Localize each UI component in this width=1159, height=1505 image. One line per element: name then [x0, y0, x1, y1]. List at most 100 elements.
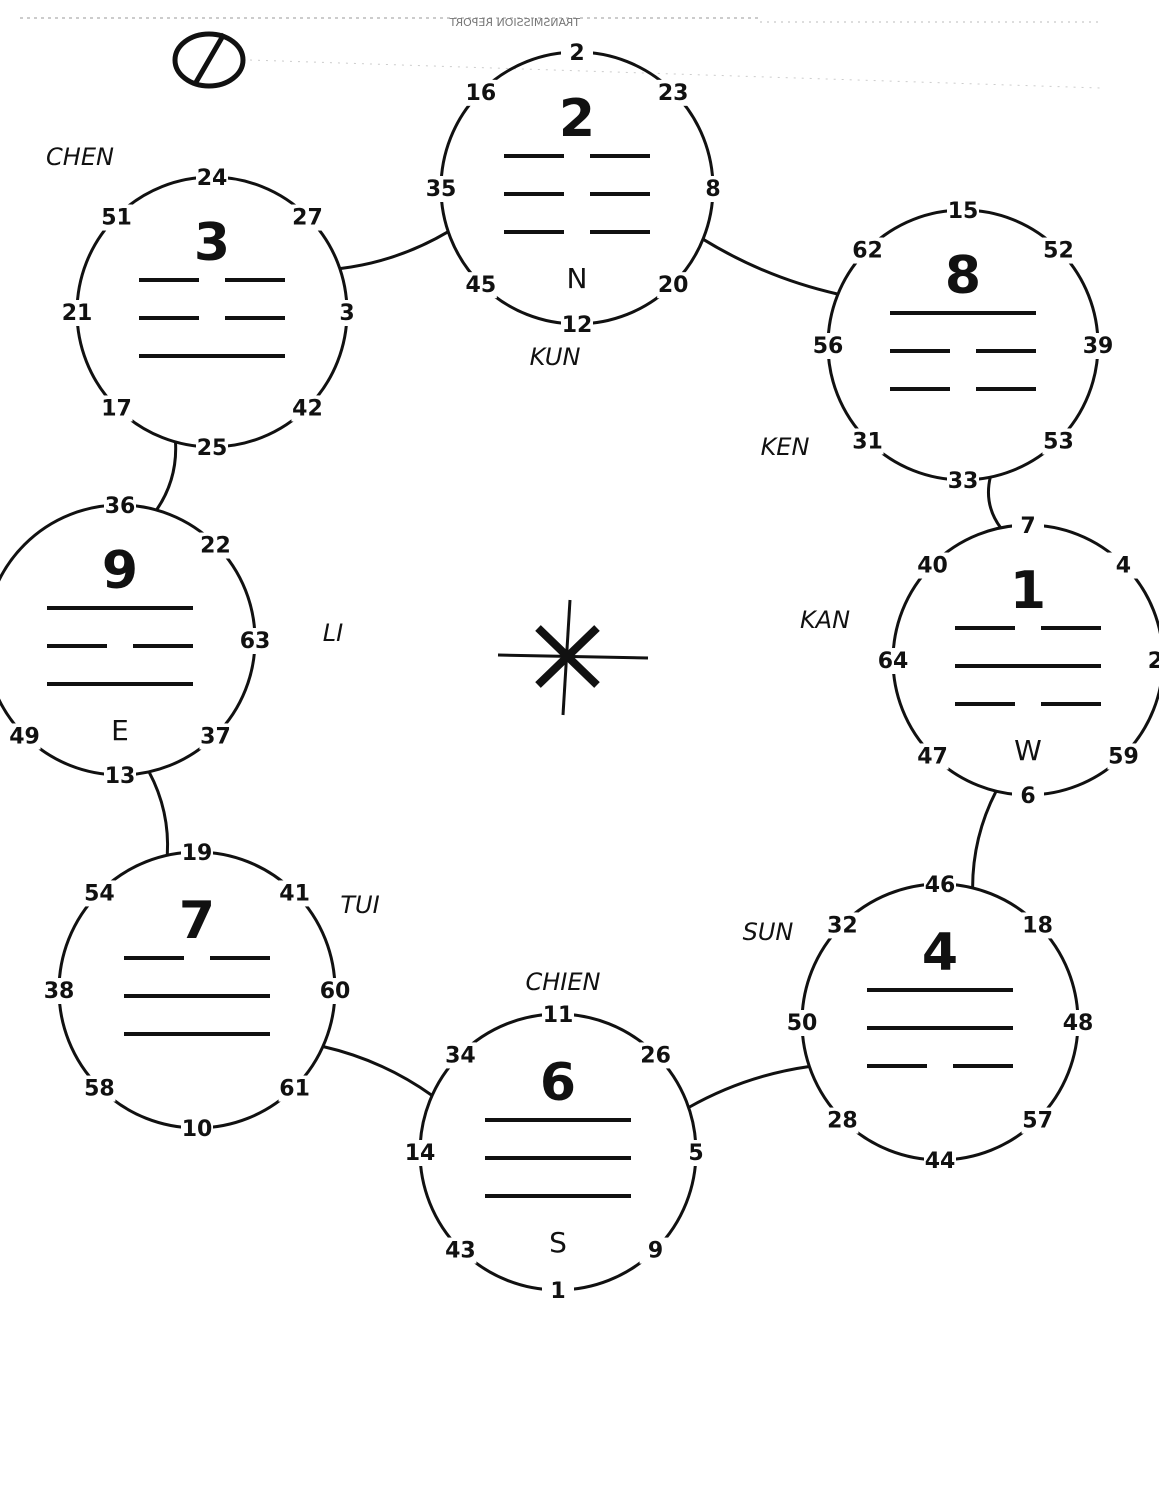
direction-label: S	[549, 1226, 567, 1259]
connector-chien-tui	[323, 1047, 432, 1096]
connector-chen-kun	[340, 232, 448, 269]
hexagram-number: 2	[569, 41, 584, 66]
hexagram-number: 16	[466, 81, 497, 106]
hexagram-number: 20	[658, 273, 689, 298]
hexagram-number: 38	[44, 979, 75, 1004]
header-mark	[175, 34, 243, 86]
hexagram-number: 12	[562, 313, 593, 338]
trigram-number: 9	[102, 541, 138, 601]
trigram-name: CHIEN	[526, 968, 601, 996]
hexagram-number: 1	[550, 1279, 565, 1304]
hexagram-number: 36	[105, 494, 136, 519]
hexagram-number: 47	[917, 744, 948, 769]
connector-kun-ken	[703, 239, 838, 294]
trigram-name: CHEN	[46, 143, 114, 171]
hexagram-number: 17	[101, 396, 132, 421]
hexagram-number: 33	[948, 469, 979, 494]
hexagram-number: 32	[827, 913, 858, 938]
connector-kan-sun	[973, 791, 997, 888]
hexagram-number: 18	[1022, 913, 1053, 938]
trigram-chen: 3 24 27 3 42 25 17 21 51 CHEN	[46, 143, 363, 461]
hexagram-number: 34	[445, 1043, 476, 1068]
hexagram-number: 31	[852, 429, 883, 454]
hexagram-number: 61	[279, 1077, 310, 1102]
hexagram-number: 37	[200, 724, 231, 749]
trigram-name: TUI	[340, 891, 379, 919]
hexagram-number: 63	[240, 629, 271, 654]
hexagram-number: 51	[101, 206, 132, 231]
hexagram-number: 29	[1148, 649, 1159, 674]
hexagram-number: 22	[200, 534, 231, 559]
hexagram-number: 5	[688, 1141, 703, 1166]
hexagram-number: 27	[292, 206, 323, 231]
hexagram-number: 23	[658, 81, 689, 106]
hexagram-number: 42	[292, 396, 323, 421]
hexagram-number: 54	[84, 881, 115, 906]
hexagram-number: 44	[925, 1149, 956, 1174]
trigram-name: KEN	[761, 433, 810, 461]
direction-label: W	[1014, 734, 1042, 767]
trigram-name: KAN	[800, 606, 850, 634]
connector-tui-li	[149, 772, 168, 855]
hexagram-number: 58	[84, 1077, 115, 1102]
hexagram-number: 57	[1022, 1109, 1053, 1134]
direction-label: E	[111, 714, 129, 747]
center-asterisk-icon	[498, 600, 648, 715]
hexagram-number: 26	[640, 1043, 671, 1068]
hexagram-number: 21	[62, 301, 93, 326]
hexagram-number: 53	[1043, 429, 1074, 454]
hexagram-number: 40	[917, 554, 948, 579]
trigram-li: 9E36226337134955LI	[0, 493, 343, 789]
connector-ken-kan	[988, 477, 1000, 528]
hexagram-number: 24	[197, 166, 228, 191]
hexagram-number: 48	[1063, 1011, 1094, 1036]
hexagram-number: 52	[1043, 239, 1074, 264]
hexagram-number: 28	[827, 1109, 858, 1134]
hexagram-number: 3	[339, 301, 354, 326]
hexagram-number: 60	[320, 979, 351, 1004]
trigram-sun: 4 46 18 48 57 44 28 50 32 SUN	[743, 872, 1094, 1174]
hexagram-number: 6	[1020, 784, 1035, 809]
hexagram-number: 10	[182, 1117, 213, 1142]
hexagram-number: 14	[405, 1141, 436, 1166]
direction-label: N	[567, 262, 588, 295]
hexagram-number: 64	[878, 649, 909, 674]
trigram-number: 3	[194, 213, 230, 273]
hexagram-number: 25	[197, 436, 228, 461]
connector-sun-chien	[689, 1067, 810, 1108]
hexagram-number: 15	[948, 199, 979, 224]
hexagram-number: 62	[852, 239, 883, 264]
hexagram-number: 43	[445, 1239, 476, 1264]
hexagram-number: 4	[1116, 554, 1131, 579]
trigram-name: LI	[323, 619, 343, 647]
trigram-name: KUN	[530, 343, 581, 371]
trigram-chien: 6S 11 26 5 9 1 43 14 34 CHIEN	[404, 968, 712, 1304]
connector-li-chen	[157, 442, 176, 510]
hexagram-number: 11	[543, 1003, 574, 1028]
hexagram-number: 41	[279, 881, 310, 906]
hexagram-number: 46	[925, 873, 956, 898]
trigram-number: 1	[1010, 561, 1046, 621]
trigram-number: 2	[559, 89, 595, 149]
trigram-number: 6	[540, 1053, 576, 1113]
hexagram-number: 45	[466, 273, 497, 298]
trigram-number: 8	[945, 246, 981, 306]
hexagram-number: 56	[813, 334, 844, 359]
hexagram-number: 50	[787, 1011, 818, 1036]
hexagram-number: 49	[9, 724, 40, 749]
trigram-name: SUN	[743, 918, 794, 946]
trigram-number: 7	[179, 891, 215, 951]
hexagram-number: 7	[1020, 514, 1035, 539]
hexagram-number: 35	[426, 177, 457, 202]
fax-header-text: TRANSMISSION REPORT	[449, 16, 581, 29]
hexagram-number: 9	[648, 1239, 663, 1264]
hexagram-number: 8	[705, 177, 720, 202]
hexagram-number: 59	[1108, 744, 1139, 769]
trigram-number: 4	[922, 923, 958, 983]
